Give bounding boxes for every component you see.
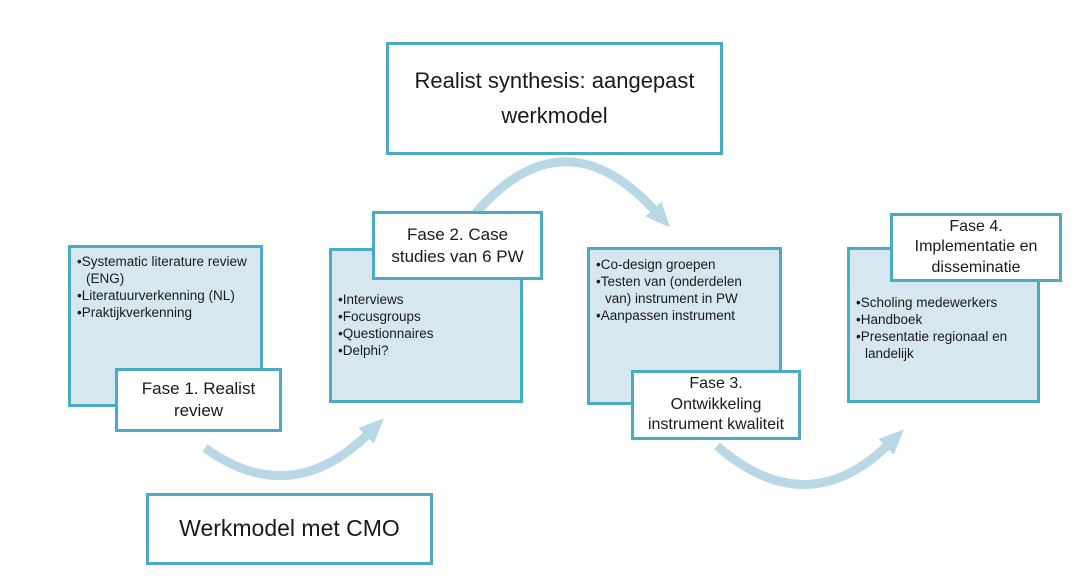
fase3-label-box: Fase 3. Ontwikkeling instrument kwalitei… (631, 370, 801, 440)
bullet-icon: • (596, 274, 601, 289)
phase1-panel: •Systematic literature review (ENG) •Lit… (68, 245, 263, 407)
bullet-icon: • (77, 305, 82, 320)
list-item: •Literatuurverkenning (NL) (77, 288, 235, 303)
realist-synthesis-box: Realist synthesis: aangepast werkmodel (386, 42, 723, 155)
curved-arrow-fase2-to-fase3-icon (470, 157, 671, 228)
bullet-icon: • (338, 326, 343, 341)
bullet-icon: • (77, 254, 82, 269)
fase4-label: Fase 4. Implementatie en disseminatie (914, 217, 1038, 276)
bullet-icon: • (856, 312, 861, 327)
phase4-panel: •Scholing medewerkers •Handboek •Present… (847, 247, 1040, 403)
list-item: •Scholing medewerkers (856, 295, 998, 310)
bullet-icon: • (856, 295, 861, 310)
list-item: •Aanpassen instrument (596, 308, 736, 323)
fase1-label-box: Fase 1. Realist review (115, 368, 282, 432)
list-item: •Testen van (onderdelen van) instrument … (596, 274, 742, 306)
fase3-label: Fase 3. Ontwikkeling instrument kwalitei… (647, 375, 785, 434)
list-item: •Presentatie regionaal en landelijk (856, 329, 1008, 361)
list-item: •Focusgroups (338, 309, 421, 324)
werkmodel-cmo-label: Werkmodel met CMO (179, 515, 400, 542)
phase3-bullet-list: •Co-design groepen •Testen van (onderdel… (596, 256, 769, 324)
list-item: •Interviews (338, 292, 404, 307)
realist-synthesis-label: Realist synthesis: aangepast werkmodel (414, 68, 695, 128)
bullet-icon: • (338, 292, 343, 307)
bullet-icon: • (596, 308, 601, 323)
phase1-bullet-list: •Systematic literature review (ENG) •Lit… (77, 253, 247, 321)
list-item: •Questionnaires (338, 326, 434, 341)
curved-arrow-fase1-to-fase2-icon (202, 418, 384, 481)
list-item: •Systematic literature review (ENG) (77, 254, 247, 286)
fase2-label: Fase 2. Case studies van 6 PW (391, 224, 524, 266)
phase2-bullet-list: •Interviews •Focusgroups •Questionnaires… (338, 291, 510, 359)
list-item: •Praktijkverkenning (77, 305, 193, 320)
werkmodel-cmo-box: Werkmodel met CMO (146, 493, 433, 565)
bullet-icon: • (596, 257, 601, 272)
list-item: •Delphi? (338, 343, 389, 358)
curved-arrow-fase3-to-fase4-icon (714, 429, 905, 489)
list-item: •Co-design groepen (596, 257, 716, 272)
fase1-label: Fase 1. Realist review (141, 379, 256, 420)
fase2-label-box: Fase 2. Case studies van 6 PW (372, 211, 543, 280)
fase4-label-box: Fase 4. Implementatie en disseminatie (890, 213, 1062, 282)
bullet-icon: • (338, 309, 343, 324)
bullet-icon: • (338, 343, 343, 358)
bullet-icon: • (856, 329, 861, 344)
bullet-icon: • (77, 288, 82, 303)
list-item: •Handboek (856, 312, 923, 327)
phase4-bullet-list: •Scholing medewerkers •Handboek •Present… (856, 294, 1029, 362)
